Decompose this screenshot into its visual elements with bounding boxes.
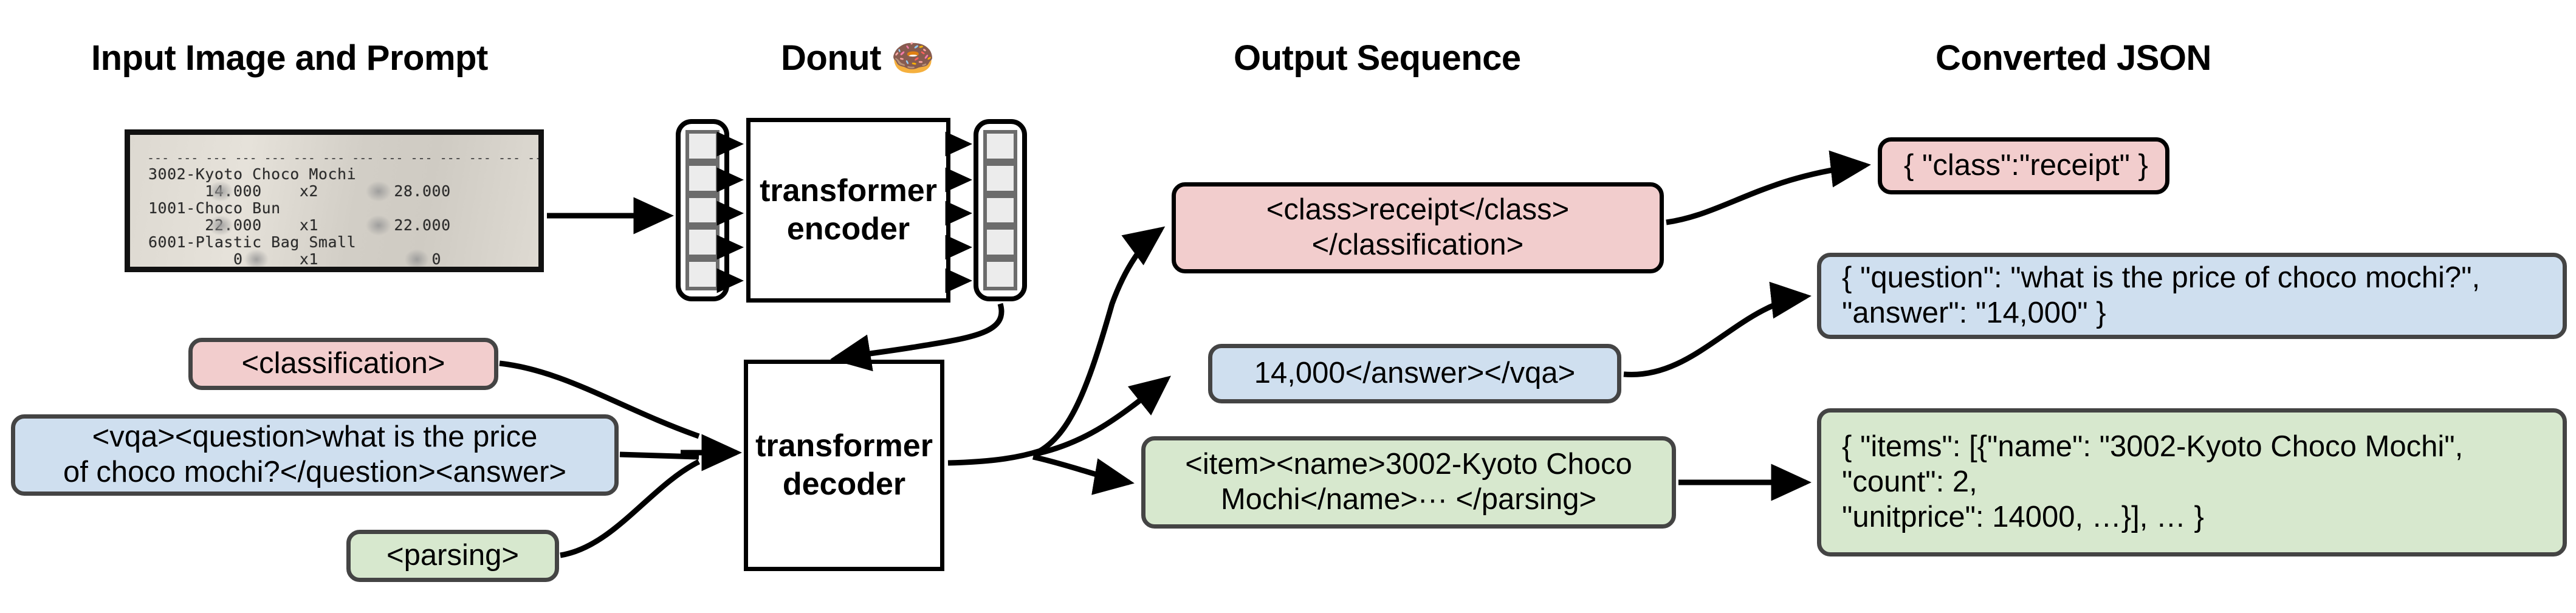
- redaction-blur: [208, 181, 233, 202]
- vqa-json-box[interactable]: { "question": "what is the price of choc…: [1817, 253, 2567, 339]
- wire-vqa-prompt-to-decoder: [619, 451, 699, 460]
- receipt-top-divider: --- --- --- --- --- --- --- --- --- --- …: [147, 151, 544, 165]
- receipt-image: --- --- --- --- --- --- --- --- --- --- …: [125, 129, 544, 272]
- arrow-decoder-to-parsing-output: [1032, 454, 1135, 495]
- parsing-json-box[interactable]: { "items": [{"name": "3002-Kyoto Choco M…: [1817, 408, 2567, 556]
- encoder-output-token-column: [974, 119, 1027, 301]
- receipt-line-3: 1001-Choco Bun: [148, 199, 281, 217]
- token-square: [983, 226, 1017, 259]
- token-square: [983, 130, 1017, 162]
- parsing-prompt-box[interactable]: <parsing>: [346, 530, 559, 582]
- redaction-blur: [208, 215, 233, 236]
- donut-icon: 🍩: [891, 38, 935, 78]
- token-square: [983, 194, 1017, 227]
- classification-json-box[interactable]: { "class":"receipt" }: [1878, 137, 2169, 194]
- redaction-blur: [366, 215, 391, 236]
- receipt-paper: [130, 135, 538, 267]
- token-square: [685, 226, 720, 259]
- receipt-line-1: 3002-Kyoto Choco Mochi: [148, 165, 357, 183]
- receipt-bottom-divider: --- --- --- --- --- --- --- --- --- --- …: [146, 264, 544, 272]
- receipt-line-5: 6001-Plastic Bag Small: [148, 233, 357, 251]
- classification-output-box[interactable]: <class>receipt</class> </classification>: [1172, 182, 1664, 273]
- vqa-prompt-box[interactable]: <vqa><question>what is the price of choc…: [11, 414, 619, 496]
- arrow-encoder-to-decoder: [830, 303, 1005, 372]
- arrow-classification-output-to-json: [1666, 150, 1871, 225]
- wire-classification-prompt-to-decoder: [499, 360, 700, 439]
- header-input-image-and-prompt: Input Image and Prompt: [91, 38, 488, 78]
- wire-decoder-out-stem: [947, 448, 1042, 466]
- redaction-blur: [244, 249, 269, 267]
- redaction-blur: [405, 249, 429, 267]
- arrow-decoder-to-classification-output: [1032, 226, 1166, 457]
- token-square: [983, 258, 1017, 290]
- token-square: [983, 162, 1017, 194]
- header-donut: Donut 🍩: [781, 38, 935, 78]
- transformer-encoder-box: transformer encoder: [746, 118, 950, 303]
- vqa-output-box[interactable]: 14,000</answer></vqa>: [1208, 344, 1621, 403]
- header-donut-label: Donut: [781, 38, 882, 78]
- redaction-blur: [366, 181, 391, 202]
- arrow-decoder-to-vqa-output: [1032, 375, 1172, 457]
- header-output-sequence: Output Sequence: [1234, 38, 1521, 78]
- classification-prompt-box[interactable]: <classification>: [188, 338, 498, 390]
- token-square: [685, 258, 720, 290]
- header-converted-json: Converted JSON: [1935, 38, 2211, 78]
- wire-parsing-prompt-to-decoder: [560, 459, 701, 558]
- parsing-output-box[interactable]: <item><name>3002-Kyoto Choco Mochi</name…: [1141, 436, 1676, 529]
- receipt-line-6: 0 x1 0: [148, 250, 442, 268]
- arrow-vqa-output-to-json: [1623, 281, 1812, 378]
